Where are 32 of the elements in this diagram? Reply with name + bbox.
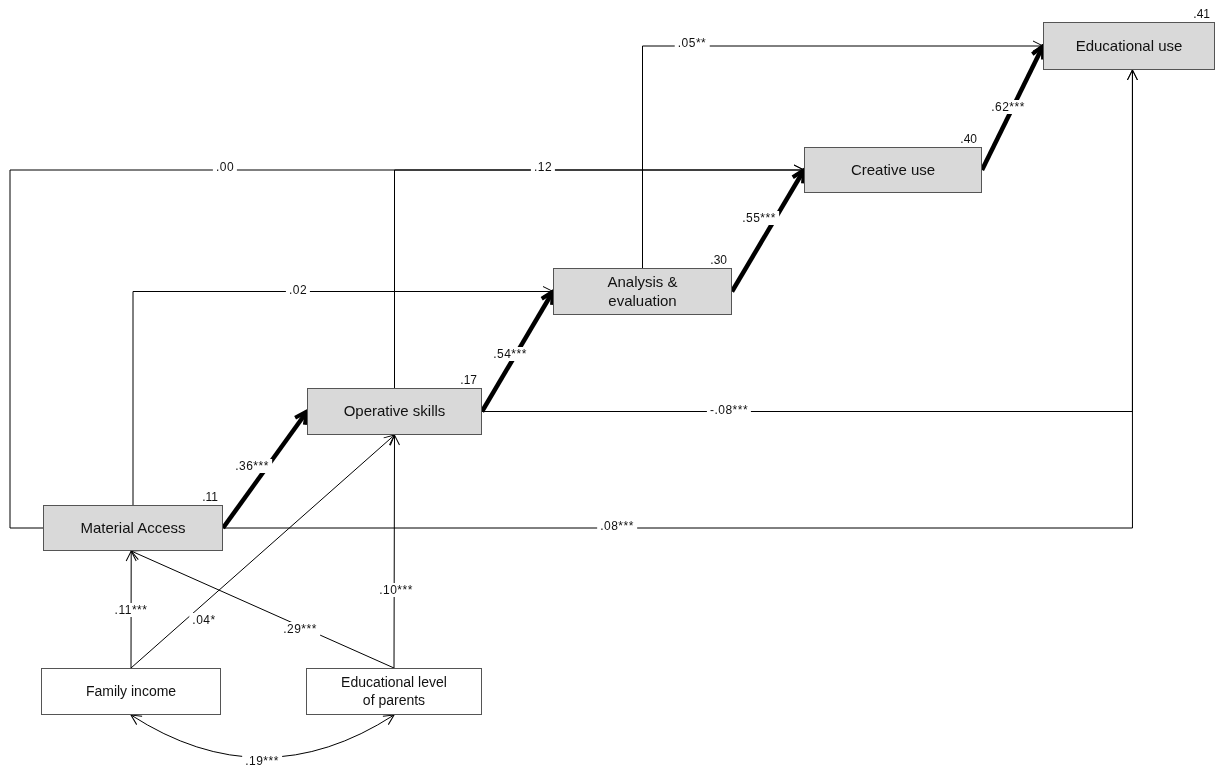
path-arrow [389,434,400,669]
exogenous-variable-box [41,668,221,715]
path-arrow [642,40,1044,269]
variable-name: Operative skills [343,402,446,421]
path-arrow [394,164,805,389]
path-coefficient-label: .08*** [597,519,637,533]
r-squared-value: .41 [1193,7,1210,22]
r-squared-value: .17 [460,373,477,388]
path-arrow [222,69,1138,529]
variable-name: Analysis & evaluation [606,272,679,311]
path-coefficient-label: .02 [285,283,311,297]
exogenous-variable-box [306,668,482,715]
thick-path-arrow [221,409,309,530]
path-arrow [130,434,395,669]
path-arrow [130,550,395,669]
path-coefficient-label: .00 [212,160,238,174]
variable-name: Material Access [80,518,186,538]
variable-name: Educational use [1075,36,1183,56]
r-squared-value: .30 [710,253,727,268]
path-arrow [125,550,137,669]
variable-name: Educational level of parents [340,674,448,709]
path-arrow [132,286,554,506]
variable-name: Creative use [850,160,936,180]
variable-name: Family income [85,682,177,701]
thick-path-arrow [480,289,555,413]
path-coefficient-label: -.08*** [706,403,752,417]
r-squared-value: .11 [202,490,218,505]
thick-path-arrow [730,168,806,293]
r-squared-value: .40 [960,132,977,147]
path-coefficient-label: .05** [674,36,710,50]
path-coefficient-label: .19*** [242,754,282,768]
path-coefficient-label: .12 [530,160,556,174]
